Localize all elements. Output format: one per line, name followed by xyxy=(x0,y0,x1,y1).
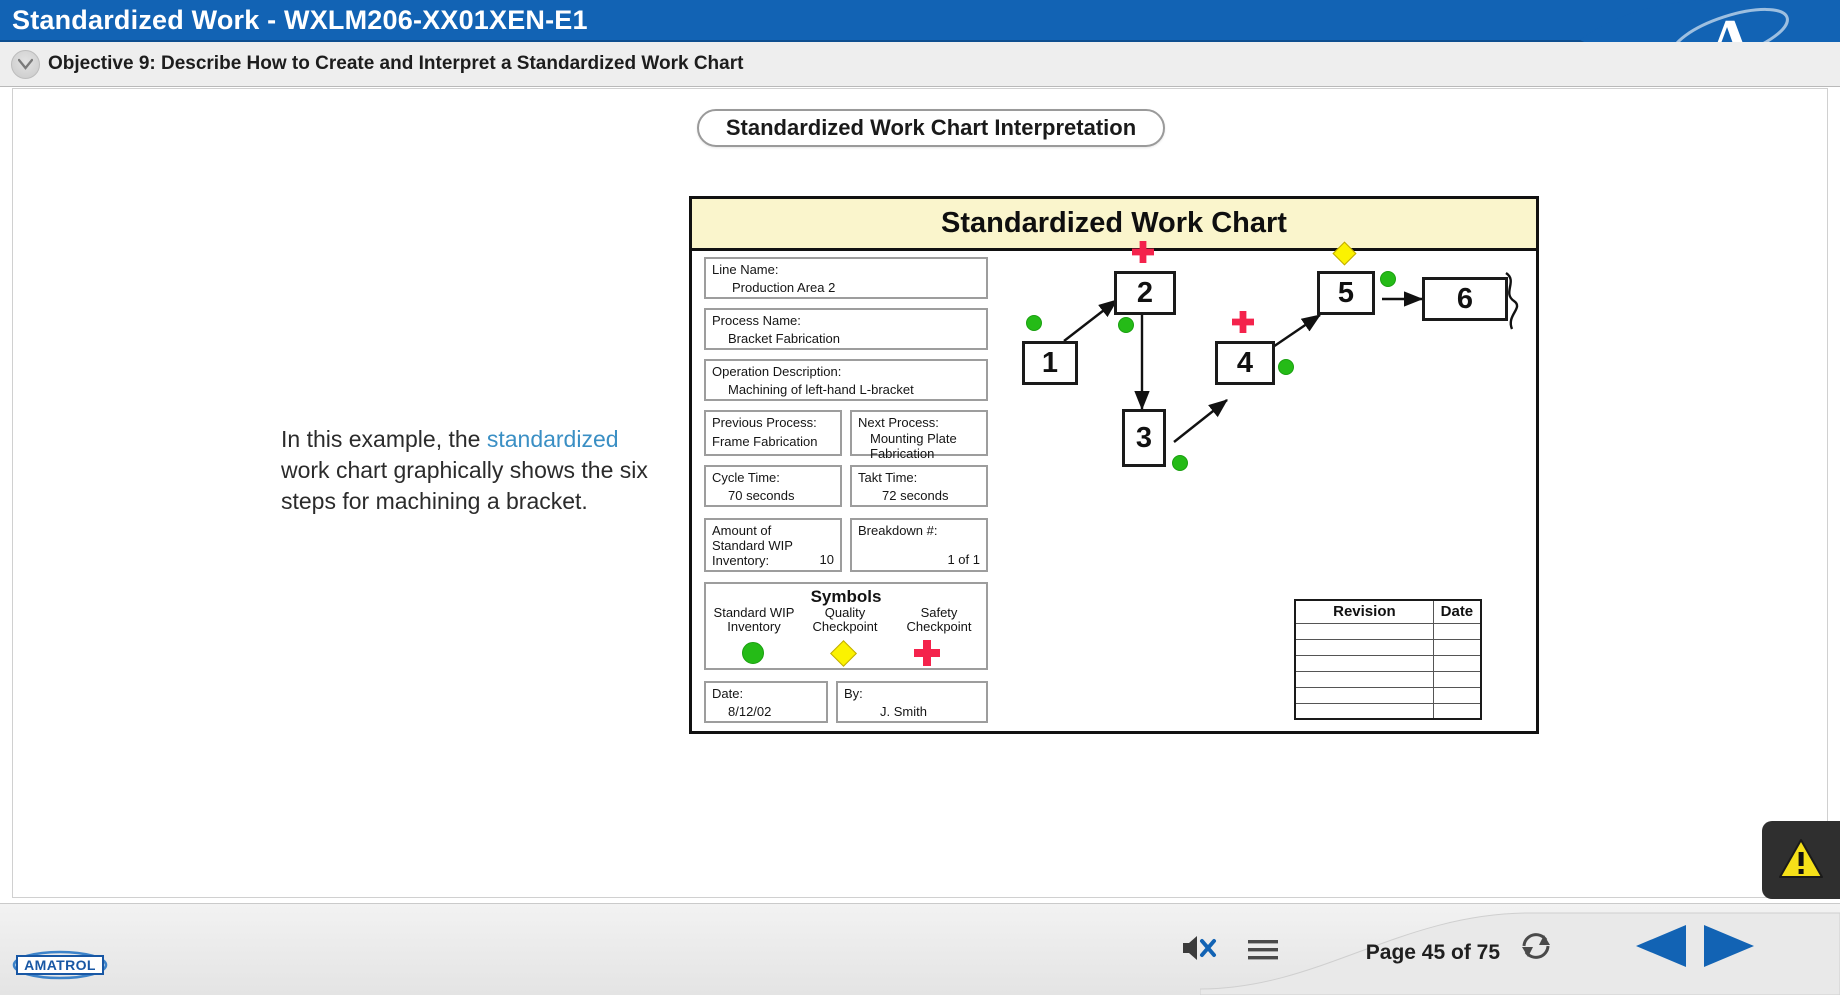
revision-cell[interactable] xyxy=(1295,655,1433,671)
field-value: 8/12/02 xyxy=(728,704,771,719)
revision-column-header: Revision xyxy=(1295,600,1433,623)
table-header-row: Revision Date xyxy=(1295,600,1481,623)
field-operation-description: Operation Description: Machining of left… xyxy=(704,359,988,401)
flow-node-6: 6 xyxy=(1422,277,1508,321)
revision-table: Revision Date xyxy=(1294,599,1482,720)
page-indicator: Page 45 of 75 xyxy=(1366,941,1500,965)
field-takt-time: Takt Time: 72 seconds xyxy=(850,465,988,507)
field-value: 70 seconds xyxy=(728,488,795,503)
section-heading-pill: Standardized Work Chart Interpretation xyxy=(697,109,1165,147)
table-row xyxy=(1295,703,1481,719)
mute-speaker-icon[interactable] xyxy=(1180,932,1220,969)
table-row xyxy=(1295,687,1481,703)
date-column-header: Date xyxy=(1433,600,1481,623)
field-date: Date: 8/12/02 xyxy=(704,681,828,723)
green-circle-icon xyxy=(1118,317,1134,333)
amatrol-logo: AMATROL xyxy=(10,948,110,982)
revision-cell[interactable] xyxy=(1295,623,1433,639)
section-heading-label: Standardized Work Chart Interpretation xyxy=(726,115,1136,141)
field-value: Machining of left-hand L-bracket xyxy=(728,382,914,397)
chart-banner: Standardized Work Chart xyxy=(692,199,1536,251)
field-value: 10 xyxy=(820,552,834,567)
field-label: Operation Description: xyxy=(712,364,841,379)
date-cell[interactable] xyxy=(1433,671,1481,687)
content-stage: Standardized Work Chart Interpretation I… xyxy=(12,88,1828,898)
field-label: Date: xyxy=(712,686,743,701)
field-previous-process: Previous Process: Frame Fabrication xyxy=(704,410,842,456)
field-label: Next Process: xyxy=(858,415,939,430)
objective-bar: Objective 9: Describe How to Create and … xyxy=(0,42,1840,87)
title-bar: Standardized Work - WXLM206-XX01XEN-E1 xyxy=(0,0,1840,42)
field-label: Process Name: xyxy=(712,313,801,328)
field-line-name: Line Name: Production Area 2 xyxy=(704,257,988,299)
field-process-name: Process Name: Bracket Fabrication xyxy=(704,308,988,350)
field-breakdown-number: Breakdown #: 1 of 1 xyxy=(850,518,988,572)
date-cell[interactable] xyxy=(1433,639,1481,655)
field-standard-wip-inventory: Amount of Standard WIP Inventory: 10 xyxy=(704,518,842,572)
table-row xyxy=(1295,655,1481,671)
field-label: Takt Time: xyxy=(858,470,917,485)
menu-icon[interactable] xyxy=(1246,936,1280,969)
revision-cell[interactable] xyxy=(1295,687,1433,703)
field-label: Line Name: xyxy=(712,262,778,277)
symbol-label-safety: Safety Checkpoint xyxy=(894,606,984,634)
date-cell[interactable] xyxy=(1433,655,1481,671)
amatrol-wordmark: AMATROL xyxy=(16,955,104,975)
collapse-toggle-button[interactable] xyxy=(11,50,40,79)
symbols-legend: Symbols Standard WIP Inventory Quality C… xyxy=(704,582,988,670)
green-circle-icon xyxy=(1380,271,1396,287)
flow-node-1: 1 xyxy=(1022,341,1078,385)
field-cycle-time: Cycle Time: 70 seconds xyxy=(704,465,842,507)
field-by: By: J. Smith xyxy=(836,681,988,723)
symbols-title: Symbols xyxy=(706,587,986,607)
field-value: Bracket Fabrication xyxy=(728,331,840,346)
table-row xyxy=(1295,623,1481,639)
previous-arrow-icon[interactable] xyxy=(1632,922,1690,975)
field-label: Amount of Standard WIP Inventory: xyxy=(712,523,822,568)
date-cell[interactable] xyxy=(1433,687,1481,703)
refresh-icon[interactable] xyxy=(1517,928,1555,969)
flow-node-4: 4 xyxy=(1215,341,1275,385)
flow-node-5: 5 xyxy=(1317,271,1375,315)
green-circle-icon xyxy=(1278,359,1294,375)
next-arrow-icon[interactable] xyxy=(1700,922,1758,975)
paragraph-highlight-term: standardized xyxy=(487,426,619,452)
field-value: 72 seconds xyxy=(882,488,949,503)
date-cell[interactable] xyxy=(1433,703,1481,719)
date-cell[interactable] xyxy=(1433,623,1481,639)
paragraph-part-2: work chart graphically shows the six ste… xyxy=(281,457,648,514)
field-label: Cycle Time: xyxy=(712,470,780,485)
field-value: 1 of 1 xyxy=(947,552,980,567)
warning-panel[interactable] xyxy=(1762,821,1840,899)
field-value: Mounting Plate Fabrication xyxy=(870,431,986,461)
yellow-diamond-icon xyxy=(830,640,857,667)
table-row xyxy=(1295,639,1481,655)
field-label: Breakdown #: xyxy=(858,523,938,538)
field-value: J. Smith xyxy=(880,704,927,719)
green-circle-icon xyxy=(742,642,764,664)
page-title: Standardized Work - WXLM206-XX01XEN-E1 xyxy=(12,5,588,36)
paragraph-part-1: In this example, the xyxy=(281,426,487,452)
chart-banner-title: Standardized Work Chart xyxy=(941,207,1287,240)
objective-label: Objective 9: Describe How to Create and … xyxy=(48,53,743,75)
body-paragraph: In this example, the standardized work c… xyxy=(281,424,651,517)
field-value: Production Area 2 xyxy=(732,280,835,295)
green-circle-icon xyxy=(1172,455,1188,471)
symbol-label-quality: Quality Checkpoint xyxy=(802,606,888,634)
standardized-work-chart: Standardized Work Chart Line Name: Produ… xyxy=(689,196,1539,734)
revision-cell[interactable] xyxy=(1295,639,1433,655)
revision-cell[interactable] xyxy=(1295,671,1433,687)
revision-cell[interactable] xyxy=(1295,703,1433,719)
flow-node-2: 2 xyxy=(1114,271,1176,315)
field-label: By: xyxy=(844,686,863,701)
field-next-process: Next Process: Mounting Plate Fabrication xyxy=(850,410,988,456)
field-value: Frame Fabrication xyxy=(712,434,817,449)
symbol-label-wip: Standard WIP Inventory xyxy=(710,606,798,634)
field-label: Previous Process: xyxy=(712,415,817,430)
flow-node-3: 3 xyxy=(1122,409,1166,467)
green-circle-icon xyxy=(1026,315,1042,331)
bottom-toolbar: AMATROL Page 45 of 75 xyxy=(0,903,1840,995)
table-row xyxy=(1295,671,1481,687)
